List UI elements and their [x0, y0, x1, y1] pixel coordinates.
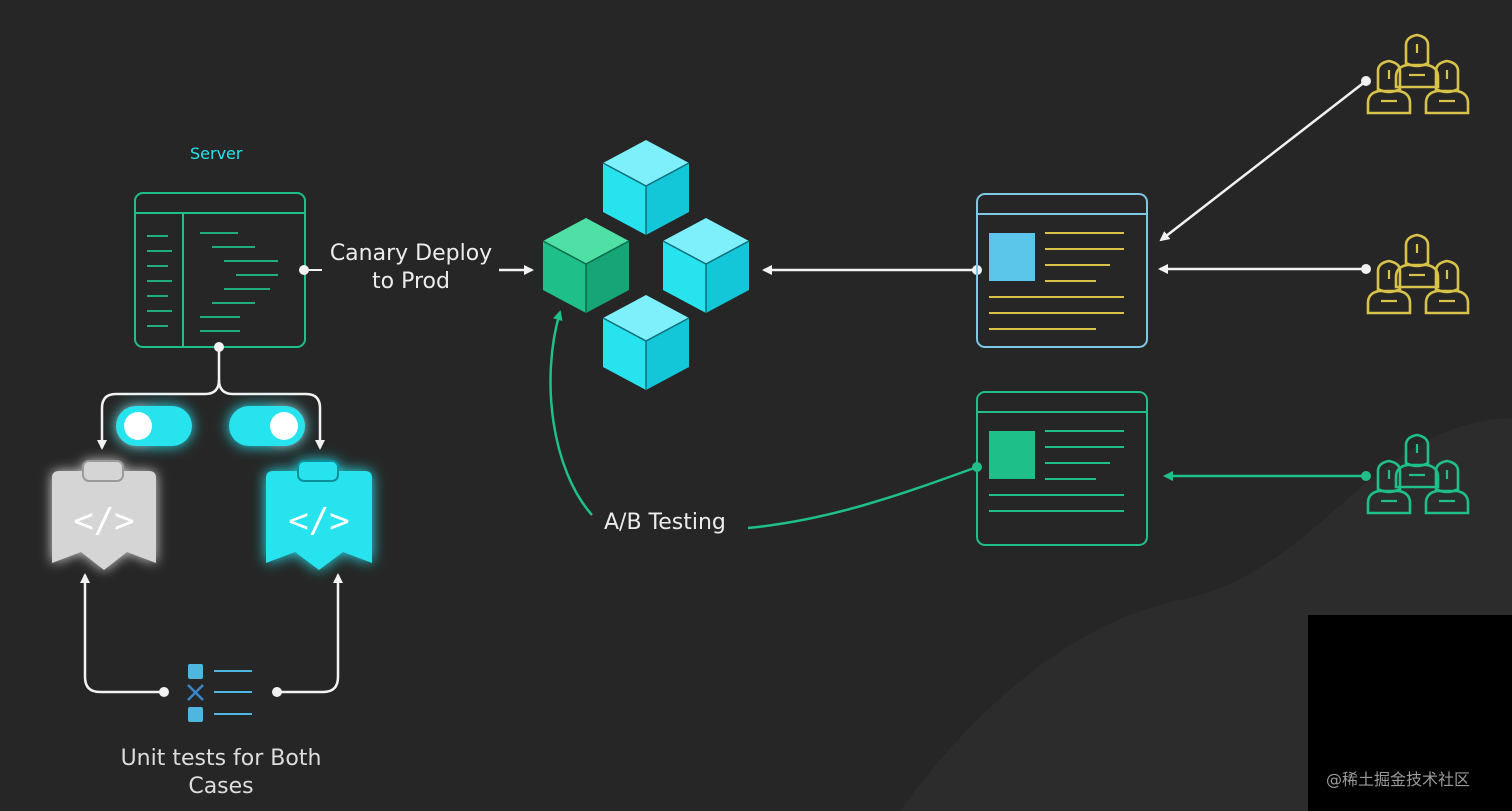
ab-curve-right: [747, 465, 978, 530]
toggle-on: [229, 406, 305, 446]
server-panel: [134, 192, 306, 348]
checklist-icon: [187, 664, 252, 722]
web-panel-a: [976, 193, 1148, 348]
cube-green: [542, 218, 630, 313]
user-group-top-icon: [1368, 35, 1468, 113]
code-clipboard-a: </>: [52, 460, 156, 570]
cube-bottom: [602, 294, 690, 391]
ab-testing-label: A/B Testing: [604, 510, 726, 535]
video-overlay-box: [1308, 615, 1512, 811]
branch-lines: [97, 342, 325, 450]
code-clipboard-b: </>: [266, 460, 372, 570]
server-label: Server: [190, 144, 243, 163]
code-symbol-a: </>: [73, 501, 134, 541]
cube-top: [602, 139, 690, 236]
users-top-arrow: [1159, 80, 1367, 242]
code-symbol-b: </>: [288, 501, 349, 541]
watermark-text: @稀土掘金技术社区: [1326, 770, 1471, 789]
ab-curve-left: [549, 310, 593, 516]
cube-right: [662, 217, 750, 314]
web-panel-b: [976, 391, 1148, 546]
server-connector-dot: [299, 265, 309, 275]
unit-test-arrows: [80, 573, 343, 697]
user-group-middle-icon: [1368, 235, 1468, 313]
canary-deploy-label: Canary Deploy to Prod: [329, 241, 493, 294]
toggle-off: [116, 406, 192, 446]
cube-cluster: [542, 139, 750, 391]
unit-tests-label: Unit tests for Both Cases: [120, 746, 322, 799]
